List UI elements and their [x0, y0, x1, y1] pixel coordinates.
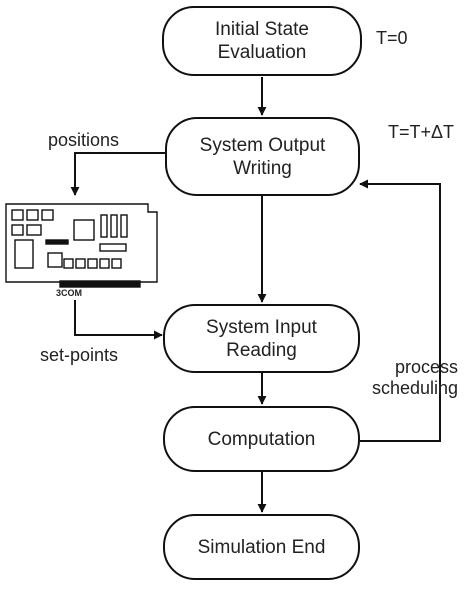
label-t-increment: T=T+ΔT [388, 122, 455, 142]
board-brand-label: 3COM [56, 288, 83, 298]
arrow-feedback-loop [359, 179, 441, 442]
node-system-input-reading: System Input Reading [163, 304, 360, 373]
label-positions: positions [48, 130, 120, 150]
arrow-positions-to-board [70, 152, 165, 196]
label-set-points: set-points [40, 345, 119, 365]
node-simulation-end: Simulation End [163, 514, 360, 580]
node-initial-state-evaluation: Initial State Evaluation [162, 6, 362, 76]
arrow-board-to-input [74, 300, 163, 340]
label-process-scheduling: process scheduling [372, 357, 459, 398]
label-t-zero: T=0 [376, 28, 408, 48]
circuit-board-icon [5, 203, 158, 288]
node-system-output-writing: System Output Writing [165, 117, 360, 196]
node-computation: Computation [163, 406, 360, 472]
